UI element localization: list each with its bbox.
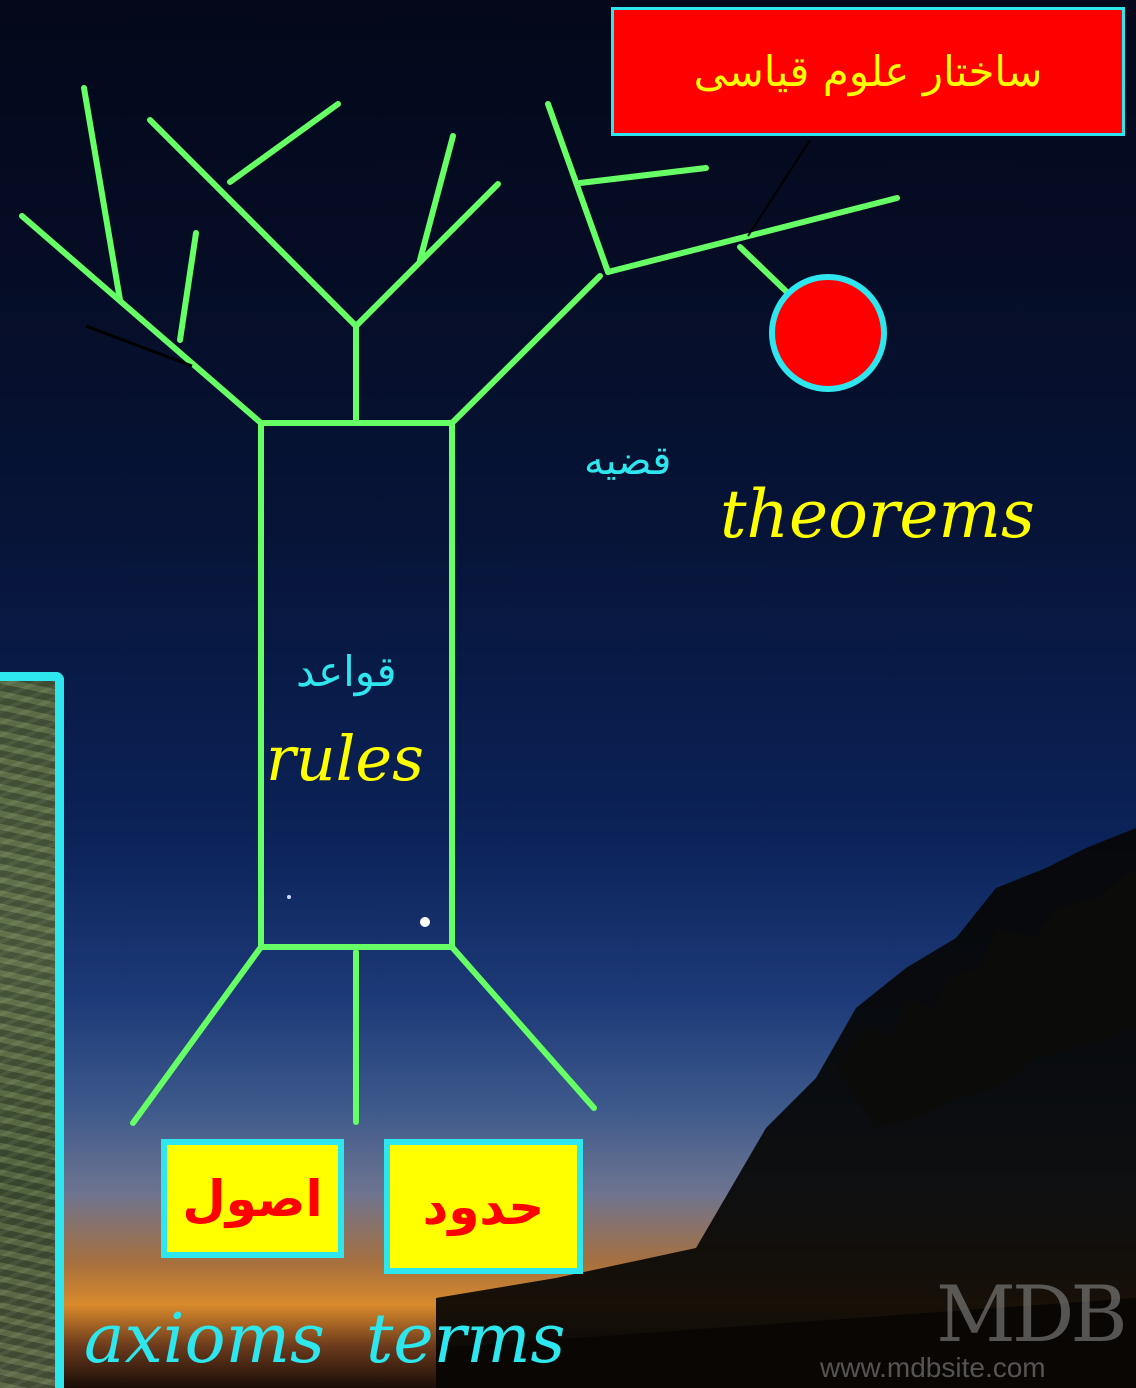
branch-center-right	[356, 184, 498, 326]
axioms-label-en: axioms	[84, 1300, 325, 1379]
star	[420, 917, 430, 927]
terms-label-en: terms	[366, 1300, 565, 1379]
axioms-label-fa: اصول	[182, 1170, 322, 1228]
watermark-logo: MDB	[936, 1270, 1124, 1360]
rules-label-en: rules	[266, 722, 424, 795]
root-right	[452, 947, 594, 1108]
branch-left-main	[22, 216, 261, 423]
star	[287, 895, 291, 899]
theorem-label-fa: قضیه	[584, 438, 671, 484]
fruit-theorem-circle	[772, 277, 884, 389]
title-box: ساختار علوم قیاسی	[611, 7, 1125, 136]
root-left	[133, 947, 261, 1123]
branch-right-upper-twig	[580, 168, 706, 183]
branch-center-left	[150, 120, 356, 326]
branch-left-twig-2	[180, 233, 196, 340]
watermark-url: www.mdbsite.com	[820, 1352, 1046, 1384]
title-text: ساختار علوم قیاسی	[694, 47, 1043, 96]
theorems-label-en: theorems	[720, 476, 1035, 553]
branch-left-twig-1	[84, 88, 120, 300]
axioms-box: اصول	[161, 1139, 344, 1258]
branch-right-main	[452, 276, 600, 423]
branch-right-upper	[548, 104, 608, 272]
terms-box: حدود	[384, 1139, 583, 1274]
rules-label-fa: قواعد	[296, 647, 397, 696]
tree-branches	[22, 88, 897, 1123]
branch-center-left-twig	[230, 104, 338, 182]
terms-label-fa: حدود	[423, 1178, 545, 1236]
fruit-stem	[740, 247, 790, 295]
